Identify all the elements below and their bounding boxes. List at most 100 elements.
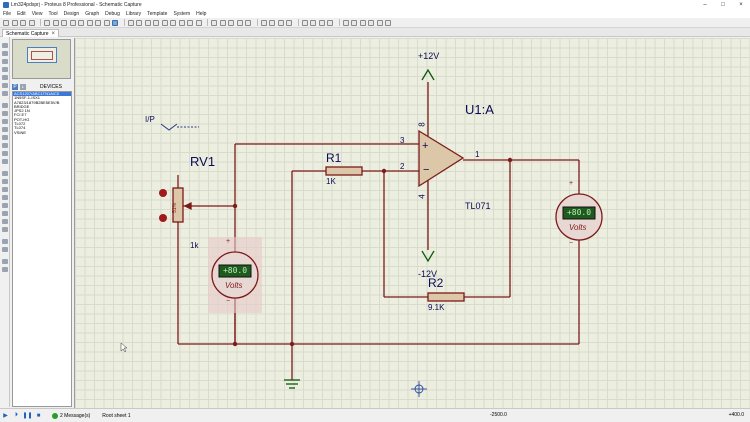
menu-file[interactable]: File — [3, 11, 12, 17]
device-item[interactable]: A7823/1879B2BE5E5V/B — [14, 100, 60, 105]
device-item[interactable]: TL072 — [14, 122, 26, 127]
search-tag-icon[interactable] — [351, 19, 357, 26]
overview-window[interactable] — [12, 39, 71, 79]
menu-help[interactable]: Help — [196, 11, 207, 17]
new-file-icon[interactable] — [3, 19, 9, 26]
pick-device-icon[interactable] — [301, 19, 308, 26]
gerber-icon[interactable] — [78, 19, 84, 26]
message-indicator[interactable]: 2 Message(s) — [52, 412, 90, 419]
menu-library[interactable]: Library — [125, 11, 142, 17]
refresh-icon[interactable] — [127, 19, 134, 26]
cursor-icon[interactable] — [153, 19, 159, 26]
mirror-y-icon[interactable] — [2, 267, 8, 272]
rotate-cw-icon[interactable] — [2, 239, 8, 244]
2d-text-icon[interactable] — [2, 211, 8, 216]
menu-edit[interactable]: Edit — [17, 11, 26, 17]
device-pins-icon[interactable] — [2, 111, 8, 116]
open-file-icon[interactable] — [11, 19, 18, 26]
save-icon[interactable] — [20, 19, 26, 26]
text-script-icon[interactable] — [2, 75, 8, 80]
package-tool-icon[interactable] — [318, 19, 325, 26]
device-item[interactable]: POT-HG — [14, 117, 30, 122]
mirror-x-icon[interactable] — [2, 259, 8, 264]
device-item[interactable]: FCI E7 — [14, 113, 27, 118]
block-copy-icon[interactable] — [260, 19, 267, 26]
menu-view[interactable]: View — [31, 11, 43, 17]
2d-arc-icon[interactable] — [2, 195, 8, 200]
paste-icon[interactable] — [245, 19, 251, 26]
close-project-icon[interactable] — [28, 19, 35, 26]
2d-marker-icon[interactable] — [2, 227, 8, 232]
undo-icon[interactable] — [211, 19, 217, 26]
3d-view-icon[interactable] — [69, 19, 76, 26]
current-probe-icon[interactable] — [2, 151, 8, 156]
redo-icon[interactable] — [219, 19, 226, 26]
2d-symbol-icon[interactable] — [2, 219, 8, 224]
device-item[interactable]: BRIDGE — [14, 104, 30, 109]
netlist-icon[interactable] — [385, 19, 391, 26]
terminals-icon[interactable] — [2, 103, 8, 108]
property-assign-icon[interactable] — [359, 19, 366, 26]
play-icon[interactable]: ▶ — [3, 413, 8, 419]
pick-devices-button[interactable]: P — [12, 83, 18, 90]
zoom-area-icon[interactable] — [195, 19, 202, 26]
2d-line-icon[interactable] — [2, 171, 8, 176]
menu-system[interactable]: System — [173, 11, 191, 17]
buses-icon[interactable] — [2, 83, 8, 88]
wire-label-icon[interactable] — [2, 67, 8, 72]
menu-graph[interactable]: Graph — [85, 11, 100, 17]
home-icon[interactable] — [44, 19, 50, 26]
tab-schematic-capture[interactable]: Schematic Capture × — [2, 29, 60, 37]
bom-icon[interactable] — [86, 19, 93, 26]
copy-icon[interactable] — [236, 19, 243, 26]
2d-circle-icon[interactable] — [2, 187, 8, 192]
voltage-probe-icon[interactable] — [2, 143, 8, 148]
design-explorer-icon[interactable] — [103, 19, 110, 26]
2d-box-icon[interactable] — [2, 179, 8, 184]
generator-icon[interactable] — [2, 135, 8, 140]
new-sheet-icon[interactable] — [368, 19, 374, 26]
tab-close-icon[interactable]: × — [51, 30, 56, 37]
block-delete-icon[interactable] — [286, 19, 292, 26]
grid-icon[interactable] — [136, 19, 142, 26]
device-item[interactable]: ACS1207/ABC1TN1A/C0 — [13, 92, 71, 97]
zoom-out-icon[interactable] — [178, 19, 185, 26]
help-icon[interactable] — [112, 19, 118, 26]
pause-icon[interactable]: ❚❚ — [22, 413, 33, 419]
tape-recorder-icon[interactable] — [2, 127, 8, 132]
zoom-in-icon[interactable] — [170, 19, 176, 26]
menu-design[interactable]: Design — [63, 11, 80, 17]
cut-icon[interactable] — [228, 19, 234, 26]
2d-path-icon[interactable] — [2, 203, 8, 208]
schematic-icon[interactable] — [52, 19, 59, 26]
remove-sheet-icon[interactable] — [376, 19, 383, 26]
maximize-button[interactable]: □ — [721, 2, 725, 8]
overview-viewport[interactable] — [27, 47, 57, 63]
block-move-icon[interactable] — [269, 19, 275, 26]
subcircuit-icon[interactable] — [2, 91, 8, 96]
wire-autorouter-icon[interactable] — [342, 19, 349, 26]
selection-mode-icon[interactable] — [2, 43, 8, 48]
source-icon[interactable] — [95, 19, 101, 26]
minimize-button[interactable]: – — [703, 2, 707, 8]
stop-icon[interactable]: ■ — [36, 412, 41, 419]
decompose-icon[interactable] — [327, 19, 333, 26]
component-mode-icon[interactable] — [2, 51, 8, 56]
rotate-ccw-icon[interactable] — [2, 247, 8, 252]
library-manager-button[interactable]: L — [20, 83, 26, 90]
device-item[interactable]: VSINE — [14, 130, 27, 135]
device-item[interactable]: TL074 — [14, 126, 26, 131]
graph-mode-icon[interactable] — [2, 119, 8, 124]
schematic-canvas[interactable]: +12V -12V U1:A TL071 3 2 1 8 4 + − R1 1K… — [74, 38, 750, 408]
pan-icon[interactable] — [161, 19, 168, 26]
junction-dot-icon[interactable] — [2, 59, 8, 64]
origin-icon[interactable] — [144, 19, 151, 26]
menu-debug[interactable]: Debug — [105, 11, 120, 17]
menu-template[interactable]: Template — [147, 11, 168, 17]
close-button[interactable]: × — [739, 2, 743, 8]
device-item[interactable]: 1N5SF-1-ISX1 — [14, 96, 41, 101]
menu-tool[interactable]: Tool — [48, 11, 58, 17]
block-rotate-icon[interactable] — [277, 19, 284, 26]
pcb-icon[interactable] — [61, 19, 67, 26]
virtual-instruments-icon[interactable] — [2, 159, 8, 164]
